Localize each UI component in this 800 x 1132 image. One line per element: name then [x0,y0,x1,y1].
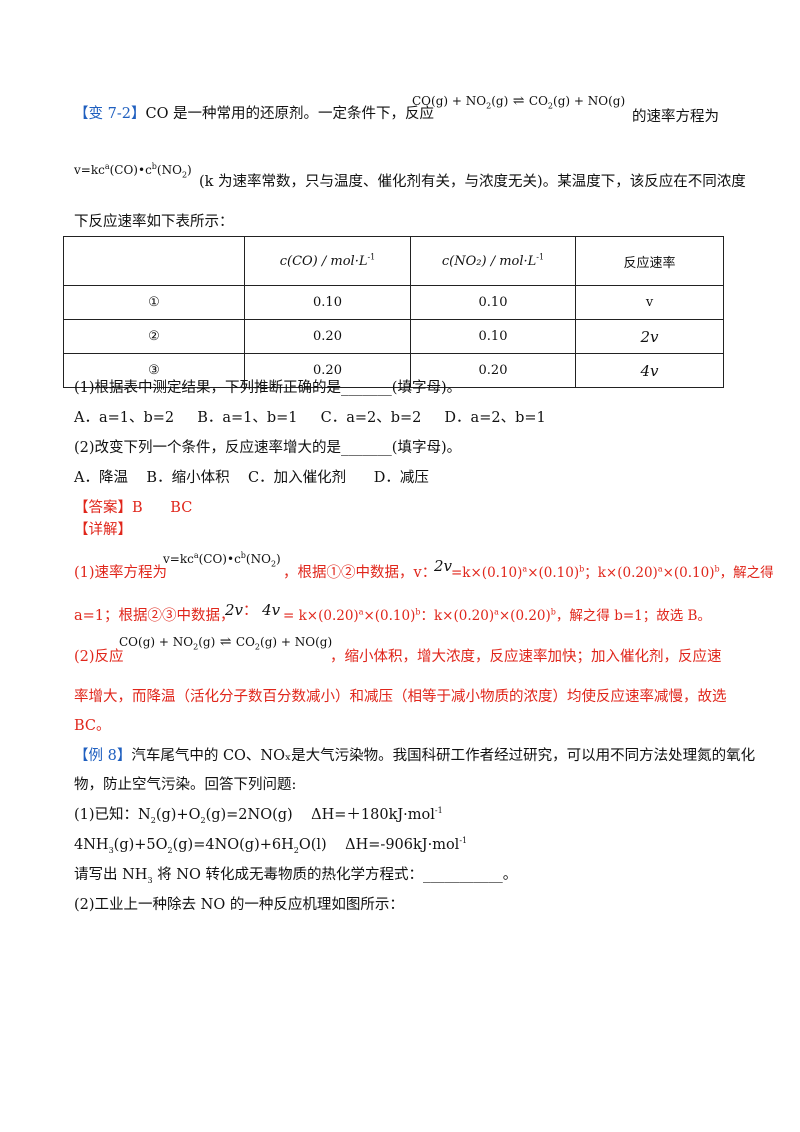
option-d: D．减压 [373,470,429,486]
detail-line-1-expr: =k×(0.10)a×(0.10)b；k×(0.20)a×(0.10)b，解之得 [451,564,774,581]
table-cell: 4v [575,353,724,388]
detail-line-1-tail: ，根据①②中数据，v： [283,565,437,581]
q2-ask1: 请写出 NH3 将 NO 转化成无毒物质的热化学方程式：___________。 [74,867,518,885]
table-header-row: c(CO) / mol·L-1 c(NO₂) / mol·L-1 反应速率 [63,236,724,286]
table-row: ③ 0.20 0.20 4v [63,353,724,388]
q1-rate-eq: v=kca(CO)•cb(NO2) [74,162,192,180]
q2-line2: 物，防止空气污染。回答下列问题: [74,777,297,793]
table-cell: 0.10 [410,319,576,354]
q1-line1: 【变 7-2】CO 是一种常用的还原剂。一定条件下，反应 [74,104,434,124]
q2-tag: 【例 8】 [74,748,132,764]
q2-eq1: (1)已知：N2(g)+O2(g)=2NO(g) ΔH=＋180kJ·mol-1 [74,806,443,825]
detail-line-3: (2)反应 [74,649,124,665]
table-row: ② 0.20 0.10 2v [63,319,724,354]
table-cell: ③ [63,353,245,388]
table-cell: 0.10 [244,285,411,320]
table-row: ① 0.10 0.10 v [63,285,724,320]
q1-line3: 下反应速率如下表所示： [74,214,234,230]
q1-reaction: CO(g) + NO2(g) ⇌ CO2(g) + NO(g) [412,93,626,111]
q1-sub2: (2)改变下列一个条件，反应速率增大的是_______(填字母)。 [74,440,462,456]
table-cell: 0.10 [410,285,576,320]
q1-answer: 【答案】B BC [74,500,193,516]
option-a: A．a=1、b=2 [74,410,175,426]
q1-tag: 【变 7-2】 [74,106,146,122]
detail-rate-eq: v=kca(CO)•cb(NO2) [163,551,281,569]
rate-table: c(CO) / mol·L-1 c(NO₂) / mol·L-1 反应速率 ① … [63,236,724,388]
detail-line-1: (1)速率方程为 [74,565,168,581]
detail-line-3-tail: ，缩小体积，增大浓度，反应速率加快；加入催化剂，反应速 [330,649,722,665]
table-header-cell [63,236,245,286]
q1-options2: A．降温 B．缩小体积 C．加入催化剂 D．减压 [74,468,429,488]
q1-intro: CO 是一种常用的还原剂。一定条件下，反应 [145,106,435,122]
detail-line-5: BC。 [74,718,111,734]
q1-rate-desc: (k 为速率常数，只与温度、催化剂有关，与浓度无关)。某温度下，该反应在不同浓度 [199,174,746,190]
detail-2v: 2v [434,557,453,575]
q2-ask2: (2)工业上一种除去 NO 的一种反应机理如图所示： [74,897,404,913]
option-b: B．a=1、b=1 [197,410,298,426]
q1-options1: A．a=1、b=2 B．a=1、b=1 C．a=2、b=2 D．a=2、b=1 [74,408,546,428]
option-c: C．a=2、b=2 [320,410,422,426]
q2-line1: 【例 8】汽车尾气中的 CO、NOₓ是大气污染物。我国科研工作者经过研究，可以用… [74,748,756,764]
table-cell: ② [63,319,245,354]
detail-line-2: a=1；根据②③中数据， [74,608,235,624]
table-cell: 0.20 [244,319,411,354]
q1-sub1: (1)根据表中测定结果，下列推断正确的是_______(填字母)。 [74,380,462,396]
detail-2v-b: 2v： 4v [225,601,281,619]
q1-detail-label: 【详解】 [74,522,132,538]
detail-line-2-expr: = k×(0.20)a×(0.10)b：k×(0.20)a×(0.20)b，解之… [283,607,711,624]
table-header-cell: c(NO₂) / mol·L-1 [410,236,576,286]
detail-reaction: CO(g) + NO2(g) ⇌ CO2(g) + NO(g) [119,634,333,652]
table-cell: v [575,285,724,320]
option-a: A．降温 [74,470,128,486]
q1-tail1: 的速率方程为 [632,109,719,125]
option-c: C．加入催化剂 [248,470,347,486]
detail-line-4: 率增大，而降温（活化分子数百分数减小）和减压（相等于减小物质的浓度）均使反应速率… [74,689,727,705]
table-cell: 2v [575,319,724,354]
option-d: D．a=2、b=1 [444,410,546,426]
q2-eq2: 4NH3(g)+5O2(g)=4NO(g)+6H2O(l) ΔH=-906kJ·… [74,836,468,855]
table-header-cell: 反应速率 [575,236,724,286]
option-b: B．缩小体积 [146,470,230,486]
table-header-cell: c(CO) / mol·L-1 [244,236,411,286]
table-cell: ① [63,285,245,320]
